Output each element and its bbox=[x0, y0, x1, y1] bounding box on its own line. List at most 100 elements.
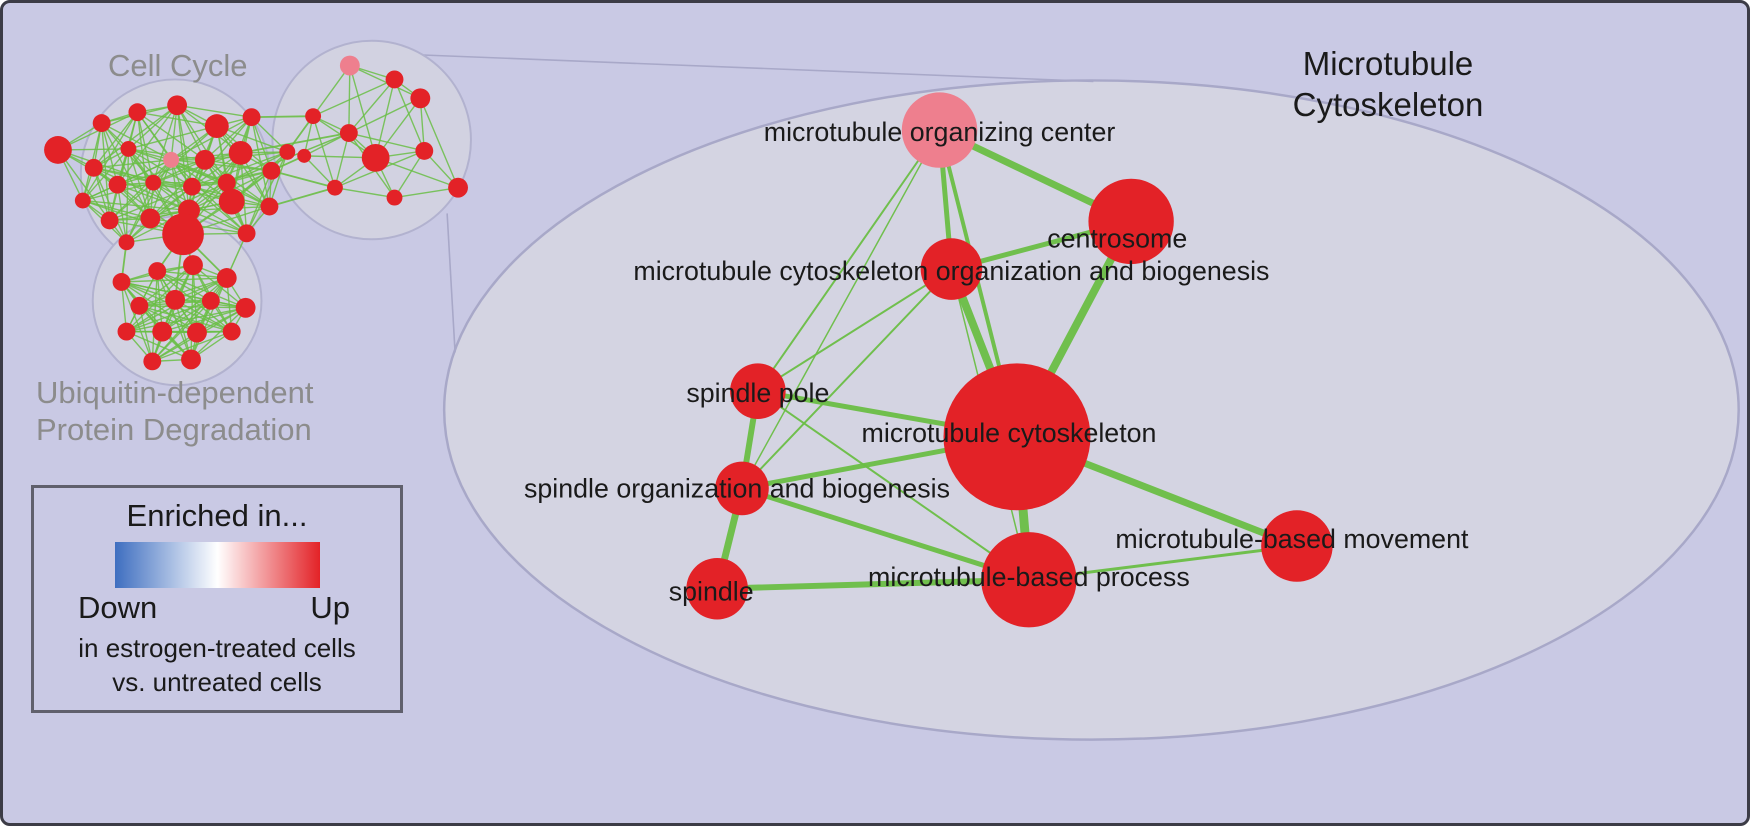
mini-node bbox=[297, 148, 312, 163]
node-spindle_pole bbox=[730, 363, 786, 419]
mini-node bbox=[120, 140, 137, 157]
mini-edge bbox=[93, 167, 111, 221]
legend-axis-labels: Down Up bbox=[34, 588, 400, 626]
mini-edge bbox=[138, 264, 194, 307]
mini-edge bbox=[245, 151, 288, 234]
mini-edge bbox=[348, 132, 425, 152]
cluster-label-microtubule-cytoskeleton: Microtubule Cytoskeleton bbox=[1258, 43, 1518, 126]
edge-moc-sob bbox=[741, 129, 941, 490]
mini-edge bbox=[271, 169, 336, 189]
mini-node bbox=[84, 158, 103, 177]
mini-edge bbox=[153, 152, 241, 184]
mini-node bbox=[143, 352, 162, 371]
mini-node bbox=[262, 161, 281, 180]
mini-edge bbox=[139, 305, 232, 333]
mini-node bbox=[235, 297, 256, 318]
mini-node bbox=[112, 273, 131, 291]
mini-node bbox=[140, 208, 161, 229]
mini-node bbox=[410, 88, 431, 109]
legend: Enriched in... Down Up in estrogen-treat… bbox=[31, 485, 403, 713]
mini-node bbox=[130, 296, 149, 315]
mini-node bbox=[361, 143, 390, 172]
mini-edge bbox=[204, 116, 253, 161]
mini-edge bbox=[216, 125, 288, 153]
mini-node bbox=[118, 234, 135, 251]
node-label-centrosome: centrosome bbox=[1047, 223, 1187, 253]
mini-edge bbox=[268, 151, 288, 207]
ubiquitin-label-line2: Protein Degradation bbox=[36, 411, 312, 447]
mini-edge bbox=[126, 330, 192, 361]
edge-mcob-sob bbox=[740, 268, 953, 490]
mini-edge bbox=[138, 305, 153, 362]
node-spindle bbox=[686, 557, 748, 620]
mini-edge bbox=[171, 159, 272, 172]
legend-caption: in estrogen-treated cells vs. untreated … bbox=[78, 632, 355, 700]
node-sob bbox=[715, 461, 769, 516]
mini-node bbox=[385, 70, 404, 89]
edge-moc-spindle_pole bbox=[756, 129, 941, 393]
node-mbm bbox=[1261, 510, 1333, 582]
mini-edge bbox=[176, 104, 252, 118]
mini-node bbox=[327, 179, 343, 196]
mini-edge bbox=[125, 159, 172, 243]
mini-edge bbox=[156, 270, 163, 332]
legend-up-label: Up bbox=[310, 590, 350, 625]
mini-edge bbox=[393, 79, 425, 152]
mini-node bbox=[448, 177, 468, 198]
mini-node bbox=[44, 136, 72, 164]
zoom-ellipse bbox=[442, 79, 1740, 741]
mini-node bbox=[181, 349, 201, 370]
mini-node bbox=[187, 322, 207, 343]
mini-edge bbox=[312, 65, 351, 117]
mini-edge bbox=[126, 300, 212, 333]
mini-node bbox=[222, 322, 241, 341]
mini-edge bbox=[419, 98, 459, 188]
mini-edge bbox=[93, 167, 128, 243]
mini-node bbox=[339, 124, 358, 142]
node-label-sob: spindle organization and biogenesis bbox=[524, 473, 950, 503]
mini-edge bbox=[121, 281, 198, 334]
mini-edge bbox=[137, 111, 217, 127]
mini-edge bbox=[312, 78, 395, 117]
mini-edge bbox=[170, 116, 252, 161]
mini-edge bbox=[204, 159, 270, 208]
mini-node bbox=[108, 175, 127, 194]
mini-edge bbox=[116, 184, 128, 243]
mini-edge bbox=[127, 104, 178, 150]
zoom-connector-line bbox=[413, 53, 1094, 83]
edge-spindle-mbp bbox=[714, 576, 1032, 592]
mini-edge bbox=[191, 151, 288, 188]
mini-edge bbox=[312, 115, 336, 188]
node-label-mc: microtubule cytoskeleton bbox=[862, 418, 1157, 448]
mini-edge bbox=[93, 111, 138, 169]
mini-edge bbox=[394, 186, 459, 199]
mini-edge bbox=[128, 148, 193, 188]
mini-edge bbox=[136, 111, 206, 161]
mini-node bbox=[145, 174, 162, 191]
node-moc bbox=[901, 92, 978, 168]
mini-node bbox=[217, 173, 236, 192]
zoom-title-line2: Cytoskeleton bbox=[1292, 86, 1484, 124]
legend-caption-line1: in estrogen-treated cells bbox=[78, 633, 356, 663]
edge-spindle_pole-mbp bbox=[756, 390, 1030, 581]
node-label-mbm: microtubule-based movement bbox=[1115, 524, 1469, 554]
mini-edge bbox=[334, 186, 395, 199]
mini-node bbox=[128, 103, 147, 122]
mini-edge bbox=[334, 132, 350, 188]
mini-node bbox=[228, 140, 253, 165]
cluster-label-ubiquitin: Ubiquitin-dependent Protein Degradation bbox=[36, 375, 314, 448]
ubiquitin-label-line1: Ubiquitin-dependent bbox=[36, 375, 314, 410]
mini-node bbox=[148, 262, 167, 280]
mini-node bbox=[100, 211, 119, 230]
mini-edge bbox=[348, 78, 396, 134]
mini-node bbox=[216, 268, 237, 288]
node-mc bbox=[943, 363, 1091, 511]
node-centrosome bbox=[1088, 178, 1174, 265]
mini-node bbox=[201, 291, 220, 310]
mini-node bbox=[165, 289, 186, 310]
mini-edge bbox=[126, 307, 246, 333]
mini-node bbox=[242, 108, 261, 127]
node-label-moc: microtubule organizing center bbox=[764, 117, 1116, 147]
mini-edge bbox=[57, 149, 111, 221]
mini-node bbox=[92, 114, 111, 133]
